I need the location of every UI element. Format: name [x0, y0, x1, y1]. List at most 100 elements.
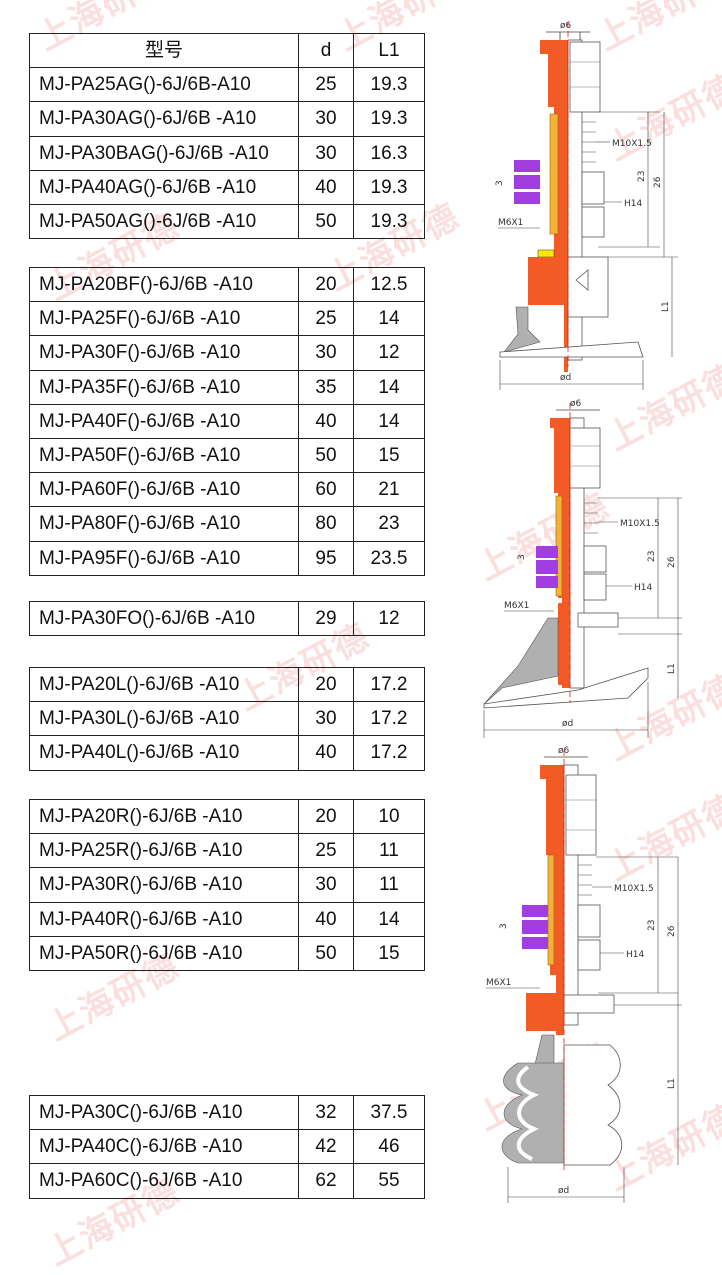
- l1-cell: 19.3: [353, 101, 425, 137]
- d-cell: 42: [298, 1129, 354, 1165]
- diagram-wide-cup: ø6 M10X1.5 H14 M6X1 3 23 26 L1 ød: [478, 398, 708, 743]
- d-cell: 29: [298, 600, 354, 637]
- l1-cell: 19.3: [353, 203, 425, 240]
- model-cell: MJ-PA30R()-6J/6B -A10: [29, 867, 299, 903]
- model-cell: MJ-PA25F()-6J/6B -A10: [29, 301, 299, 337]
- dim-m10-label: M10X1.5: [612, 139, 652, 149]
- dim-23-label: 23: [637, 171, 647, 182]
- dim-h14-label: H14: [634, 583, 652, 593]
- d-cell: 30: [298, 335, 354, 371]
- l1-cell: 14: [353, 403, 425, 439]
- l1-cell: 11: [353, 833, 425, 869]
- model-cell: MJ-PA40AG()-6J/6B -A10: [29, 169, 299, 205]
- dim-h14-label: H14: [626, 950, 644, 960]
- d-cell: 35: [298, 369, 354, 405]
- d-cell: 40: [298, 735, 354, 771]
- d-cell: 50: [298, 203, 354, 240]
- dim-l1-label: L1: [667, 663, 677, 674]
- l1-cell: 12: [353, 335, 425, 371]
- l1-cell: 16.3: [353, 135, 425, 171]
- l1-cell: 17.2: [353, 735, 425, 771]
- d-cell: 80: [298, 506, 354, 542]
- l1-cell: 14: [353, 301, 425, 337]
- d-cell: 40: [298, 169, 354, 205]
- d-cell: 50: [298, 935, 354, 971]
- model-cell: MJ-PA40F()-6J/6B -A10: [29, 403, 299, 439]
- dim-3-label: 3: [495, 180, 505, 186]
- l1-cell: 15: [353, 935, 425, 971]
- l1-cell: 14: [353, 901, 425, 937]
- l1-cell: 21: [353, 472, 425, 508]
- header-d: d: [298, 32, 354, 69]
- model-cell: MJ-PA30BAG()-6J/6B -A10: [29, 135, 299, 171]
- model-cell: MJ-PA25R()-6J/6B -A10: [29, 833, 299, 869]
- model-cell: MJ-PA40L()-6J/6B -A10: [29, 735, 299, 771]
- l1-cell: 46: [353, 1129, 425, 1165]
- dim-phid-label: ød: [562, 719, 573, 729]
- l1-cell: 14: [353, 369, 425, 405]
- l1-cell: 23.5: [353, 540, 425, 576]
- dim-26-label: 26: [667, 556, 677, 568]
- dim-23-label: 23: [647, 920, 657, 931]
- l1-cell: 12.5: [353, 266, 425, 303]
- d-cell: 25: [298, 833, 354, 869]
- model-cell: MJ-PA95F()-6J/6B -A10: [29, 540, 299, 576]
- l1-cell: 10: [353, 798, 425, 835]
- model-cell: MJ-PA50AG()-6J/6B -A10: [29, 203, 299, 240]
- d-cell: 50: [298, 437, 354, 474]
- dim-l1-label: L1: [661, 301, 671, 312]
- model-cell: MJ-PA50F()-6J/6B -A10: [29, 437, 299, 474]
- d-cell: 60: [298, 472, 354, 508]
- d-cell: 20: [298, 666, 354, 703]
- dim-26-label: 26: [667, 925, 677, 937]
- model-cell: MJ-PA30AG()-6J/6B -A10: [29, 101, 299, 137]
- model-cell: MJ-PA30F()-6J/6B -A10: [29, 335, 299, 371]
- d-cell: 30: [298, 867, 354, 903]
- model-cell: MJ-PA60F()-6J/6B -A10: [29, 472, 299, 508]
- dim-m10-label: M10X1.5: [614, 884, 654, 894]
- dim-phi6-label: ø6: [570, 399, 582, 409]
- model-cell: MJ-PA20R()-6J/6B -A10: [29, 798, 299, 835]
- dim-26-label: 26: [653, 176, 663, 188]
- l1-cell: 55: [353, 1163, 425, 1199]
- dim-m6-label: M6X1: [498, 218, 523, 228]
- dim-23-label: 23: [647, 551, 657, 562]
- model-cell: MJ-PA35F()-6J/6B -A10: [29, 369, 299, 405]
- dim-m10-label: M10X1.5: [620, 519, 660, 529]
- diagram-flat-cup: ø6 M10X1.5 H14 M6X1 3 23 26 L1: [478, 12, 708, 397]
- l1-cell: 37.5: [353, 1094, 425, 1131]
- header-model: 型号: [29, 32, 299, 69]
- l1-cell: 19.3: [353, 169, 425, 205]
- model-cell: MJ-PA60C()-6J/6B -A10: [29, 1163, 299, 1199]
- model-cell: MJ-PA20BF()-6J/6B -A10: [29, 266, 299, 303]
- d-cell: 95: [298, 540, 354, 576]
- model-cell: MJ-PA50R()-6J/6B -A10: [29, 935, 299, 971]
- model-cell: MJ-PA80F()-6J/6B -A10: [29, 506, 299, 542]
- d-cell: 20: [298, 798, 354, 835]
- table-header-row: 型号 d L1: [29, 32, 425, 69]
- d-cell: 40: [298, 403, 354, 439]
- model-cell: MJ-PA30FO()-6J/6B -A10: [29, 600, 299, 637]
